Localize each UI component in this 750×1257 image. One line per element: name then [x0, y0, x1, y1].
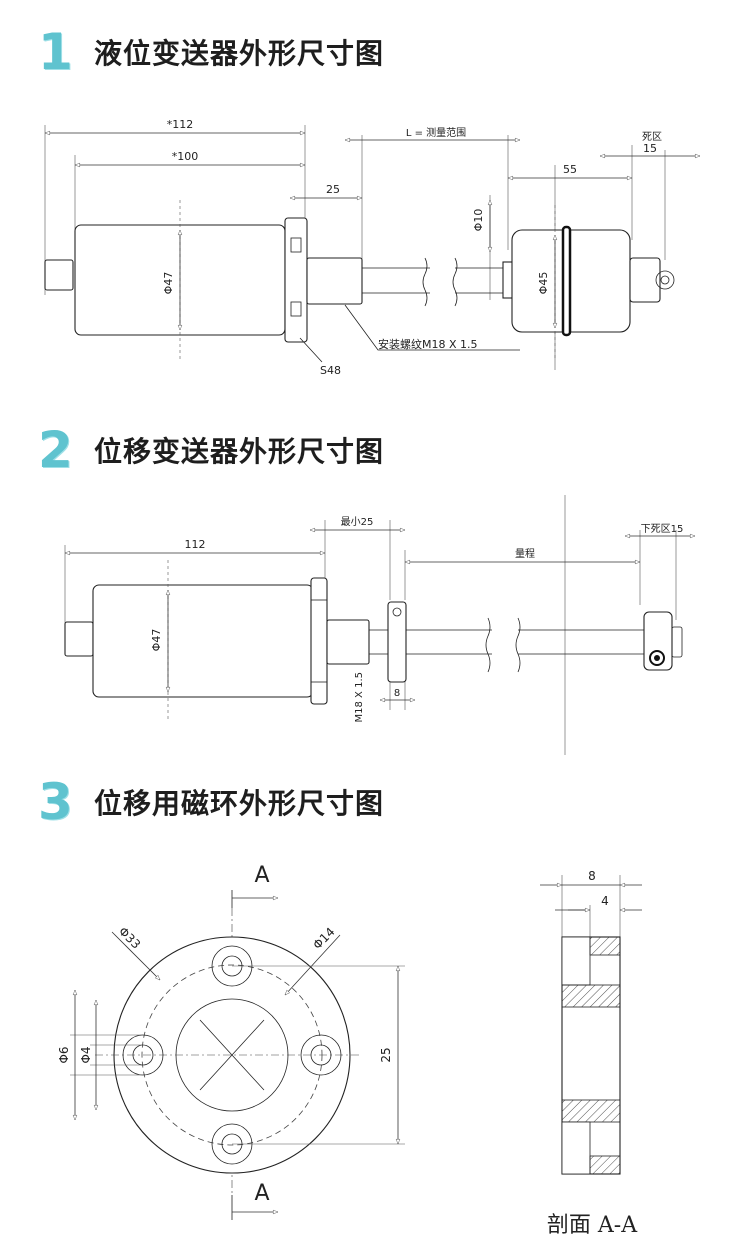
section-number: 1 — [38, 23, 73, 81]
thread-label: 安装螺纹M18 X 1.5 — [378, 337, 478, 351]
dim-100: *100 — [172, 150, 199, 163]
dim-phi10: Φ10 — [472, 209, 485, 232]
dim-8: 8 — [394, 688, 400, 699]
section-label-a-bottom: A — [254, 1181, 269, 1206]
thread-label: M18 X 1.5 — [354, 672, 365, 722]
dim-range: 量程 — [515, 548, 535, 560]
dim-15: 15 — [643, 142, 657, 155]
section-number: 3 — [38, 773, 73, 831]
dim-4: 4 — [601, 894, 609, 908]
dead-zone-label: 死区 — [642, 131, 662, 143]
dim-25: 25 — [326, 183, 340, 196]
dim-112: *112 — [167, 118, 194, 131]
liquid-level-transmitter-drawing: *112 *100 25 L = 测量范围 55 死区 15 Φ10 Φ47 Φ… — [44, 118, 701, 377]
dim-112: 112 — [185, 538, 206, 551]
dim-phi45: Φ45 — [537, 272, 550, 295]
dim-phi47: Φ47 — [150, 629, 163, 652]
section-caption: 剖面 A-A — [547, 1213, 638, 1238]
section-header-1: 1 液位变送器外形尺寸图 — [38, 22, 384, 82]
dim-phi6: Φ6 — [57, 1046, 71, 1063]
dim-phi47: Φ47 — [162, 272, 175, 295]
section-title: 位移用磁环外形尺寸图 — [94, 787, 385, 820]
dim-min25: 最小25 — [341, 516, 374, 528]
dim-55: 55 — [563, 163, 577, 176]
dim-phi33: Φ33 — [116, 924, 143, 951]
dead-zone-label: 下死区15 — [641, 523, 684, 535]
dim-measuring-range: L = 测量范围 — [406, 126, 466, 139]
magnet-ring-drawing: A A Φ33 Φ14 Φ6 Φ4 25 8 4 — [57, 863, 642, 1238]
section-title: 液位变送器外形尺寸图 — [94, 37, 385, 70]
section-title: 位移变送器外形尺寸图 — [94, 435, 385, 468]
dim-phi14: Φ14 — [310, 925, 337, 952]
section-number: 2 — [38, 421, 73, 479]
section-header-3: 3 位移用磁环外形尺寸图 — [38, 772, 384, 832]
dim-25: 25 — [379, 1047, 393, 1062]
section-header-2: 2 位移变送器外形尺寸图 — [38, 420, 384, 480]
dim-phi4: Φ4 — [79, 1046, 93, 1063]
dim-8: 8 — [588, 869, 596, 883]
section-label-a-top: A — [254, 863, 269, 888]
displacement-transmitter-drawing: 112 最小25 量程 下死区15 Φ47 M18 X 1.5 8 — [64, 495, 696, 755]
hex-size-label: S48 — [320, 364, 341, 377]
